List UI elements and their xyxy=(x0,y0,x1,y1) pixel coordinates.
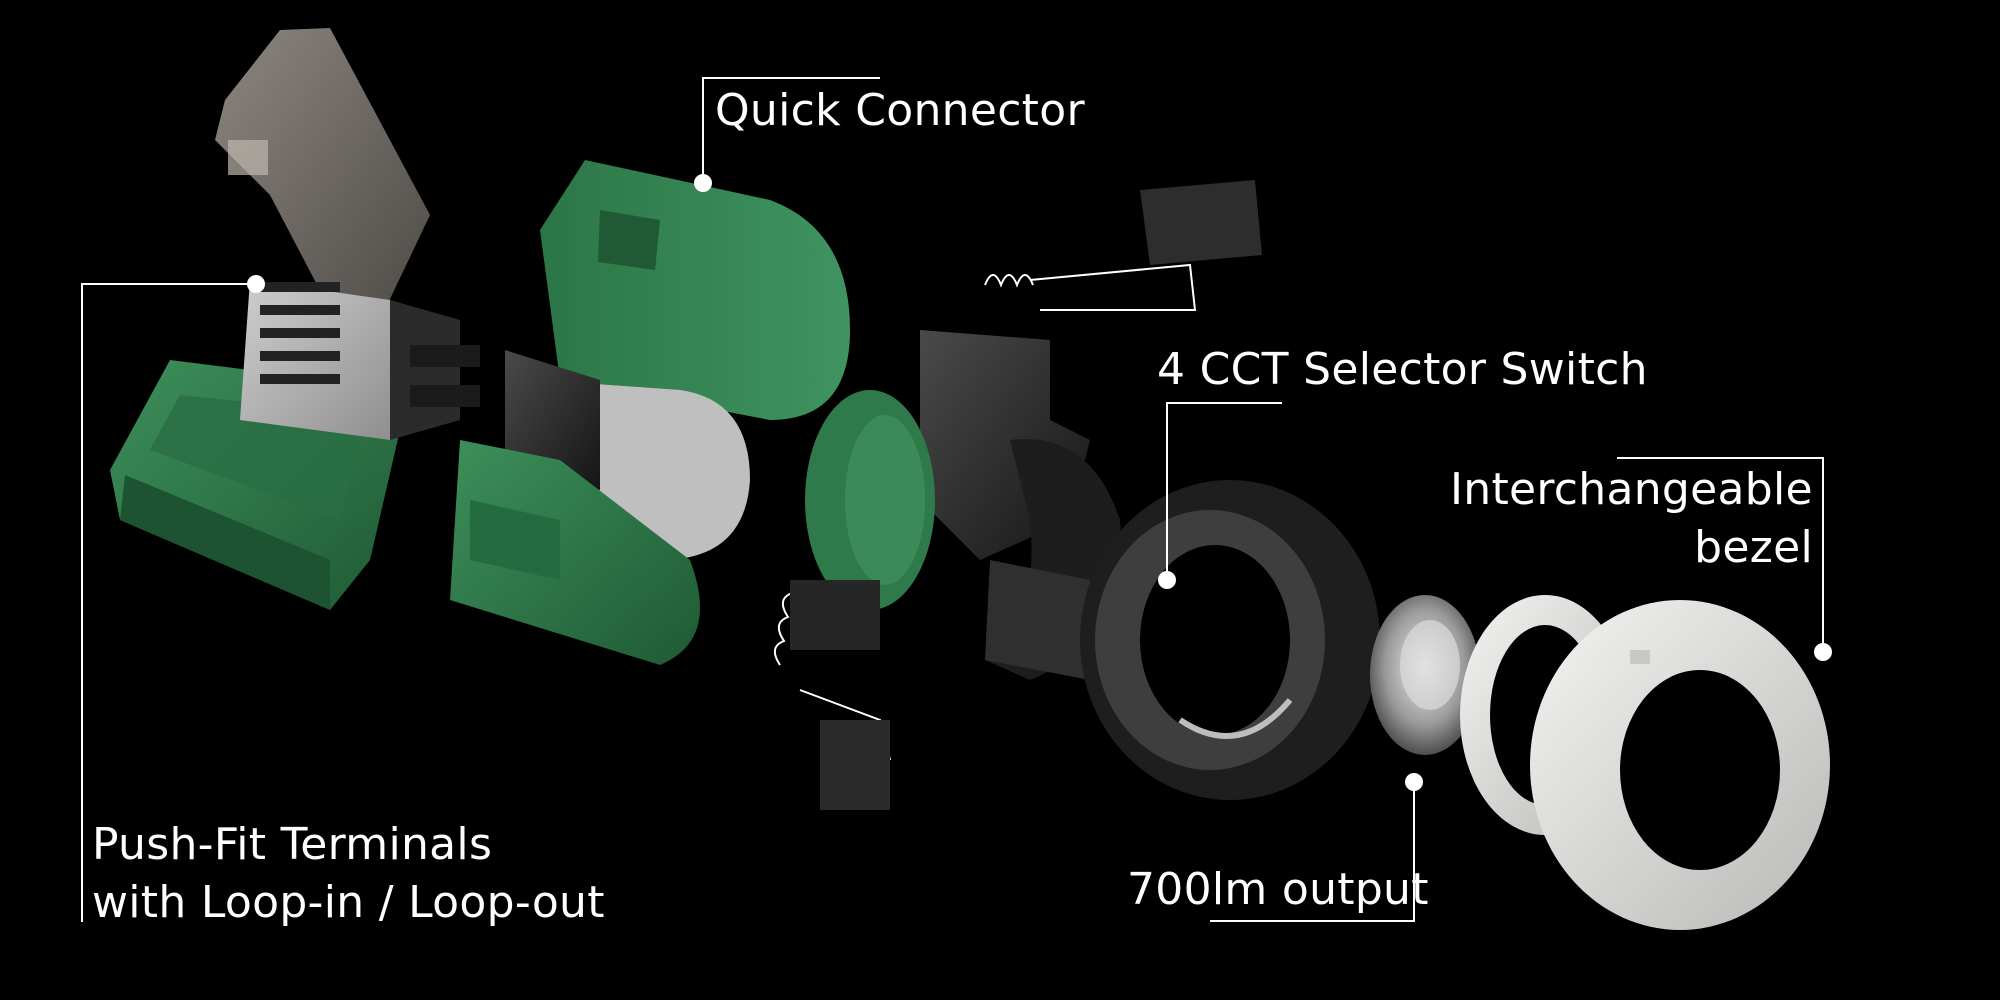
leader-push-fit xyxy=(81,275,265,922)
label-push-fit-line2: with Loop-in / Loop-out xyxy=(92,877,605,928)
label-push-fit-line1: Push-Fit Terminals xyxy=(92,819,493,870)
leader-bezel xyxy=(1617,457,1832,661)
label-quick-connector: Quick Connector xyxy=(715,85,1085,136)
label-bezel-line2: bezel xyxy=(1694,522,1813,573)
driver-module-part xyxy=(773,180,1262,810)
leader-cct-switch xyxy=(1158,402,1282,589)
label-bezel-line1: Interchangeable xyxy=(1450,464,1813,515)
quick-connector-housing-part xyxy=(450,160,850,665)
terminal-block-part xyxy=(110,28,480,610)
bezel-part xyxy=(1530,600,1830,930)
label-output: 700lm output xyxy=(1127,864,1429,915)
label-cct-switch: 4 CCT Selector Switch xyxy=(1157,344,1648,395)
lens-part xyxy=(1370,595,1480,755)
leader-quick-connector xyxy=(694,77,880,192)
leader-output xyxy=(1210,773,1423,922)
reflector-ring-part xyxy=(1080,480,1380,800)
